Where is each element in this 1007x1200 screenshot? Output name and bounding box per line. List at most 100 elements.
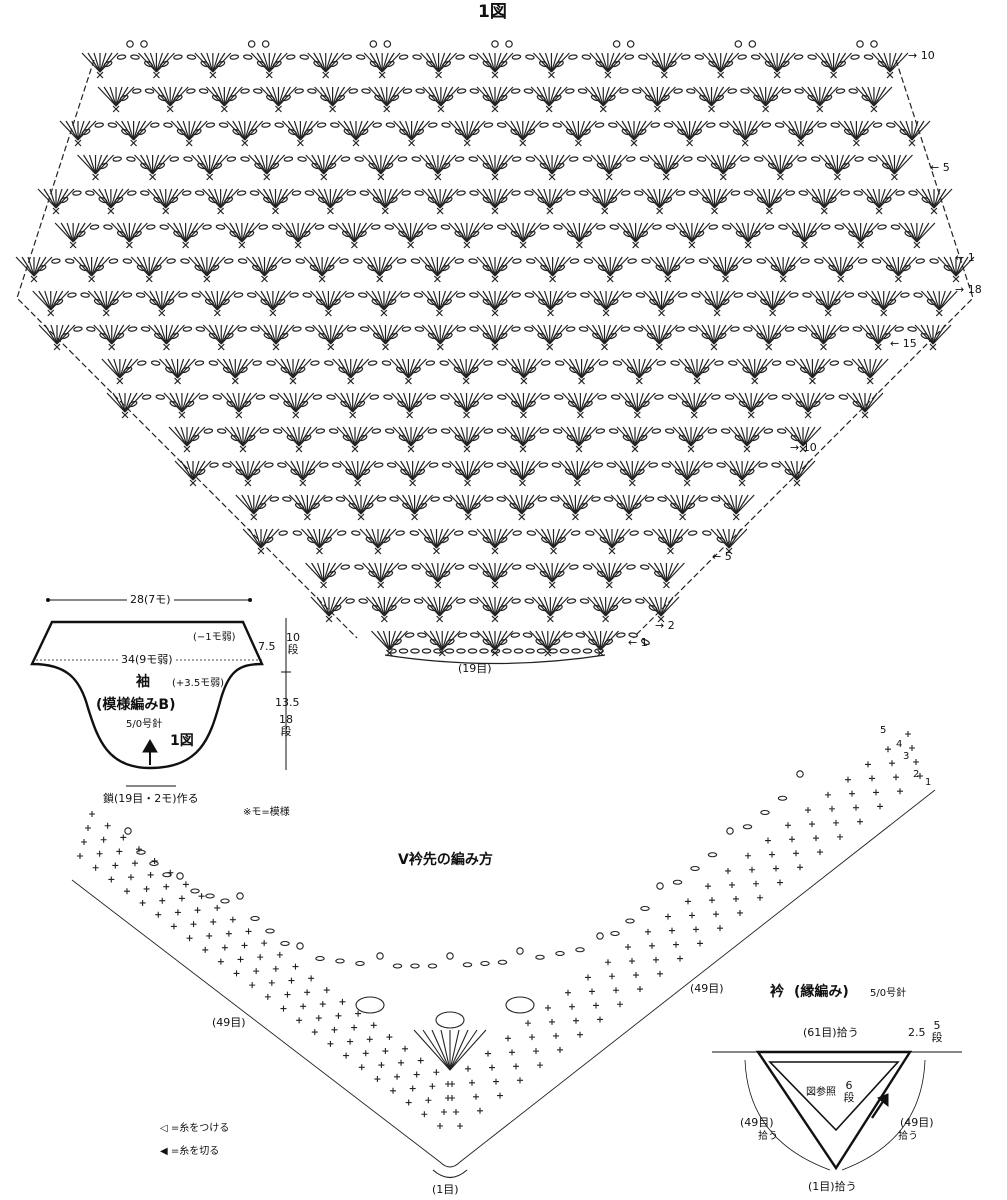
- collar-right-pick: 拾う: [898, 1131, 918, 1142]
- shell-stitch: [454, 426, 468, 447]
- shell-stitch: [448, 222, 468, 243]
- shell-stitch: [37, 188, 57, 209]
- chain-stitch: [539, 122, 549, 128]
- chain-stitch: [331, 462, 342, 468]
- chain-stitch: [369, 394, 380, 400]
- chain-stitch: [551, 462, 562, 468]
- chain-stitch: [387, 298, 397, 306]
- shell-stitch: [272, 290, 280, 311]
- chain-stitch: [894, 326, 904, 332]
- shell-stitch: [136, 256, 150, 277]
- shell-stitch: [759, 86, 767, 107]
- chain-stitch: [726, 162, 736, 170]
- chain-stitch: [299, 400, 309, 408]
- shell-stitch: [805, 324, 824, 345]
- single-crochet-stitch: [533, 1048, 539, 1055]
- vneck-row-label: 5: [880, 725, 887, 736]
- shell-stitch: [460, 222, 468, 243]
- shell-stitch: [819, 86, 827, 107]
- center-fan-stitch: [449, 1029, 487, 1071]
- single-crochet-stitch: [182, 881, 189, 888]
- figure1-left-edge: [16, 59, 358, 639]
- chain-stitch: [721, 224, 732, 230]
- shell-stitch: [707, 256, 726, 277]
- single-crochet-stitch: [378, 71, 386, 79]
- shell-stitch: [589, 52, 609, 73]
- single-crochet-stitch: [713, 309, 721, 317]
- shell-stitch: [629, 222, 637, 243]
- shell-stitch: [279, 222, 299, 243]
- shell-stitch: [110, 222, 130, 243]
- single-crochet-stitch: [206, 173, 214, 181]
- single-crochet-stitch: [837, 275, 845, 283]
- shell-stitch: [382, 630, 390, 651]
- shell-stitch: [869, 358, 889, 379]
- shell-stitch: [494, 256, 514, 277]
- shell-stitch: [283, 392, 297, 413]
- single-crochet-stitch: [497, 1092, 503, 1099]
- shell-stitch: [538, 290, 552, 311]
- shell-stitch: [708, 52, 722, 73]
- single-crochet-stitch: [469, 1079, 475, 1086]
- shell-stitch: [710, 154, 724, 175]
- shell-stitch: [436, 256, 456, 277]
- chain-stitch: [421, 648, 432, 654]
- chain-stitch: [661, 462, 671, 468]
- shell-stitch: [772, 290, 792, 311]
- single-crochet-stitch: [394, 1073, 401, 1080]
- single-crochet-stitch: [829, 805, 835, 812]
- shell-stitch: [509, 460, 523, 481]
- shell-stitch: [815, 290, 829, 311]
- single-crochet-stitch: [491, 105, 499, 113]
- picot-stitch: [796, 770, 804, 778]
- center-fan-stitch: [449, 1029, 469, 1071]
- legend-text: =糸をつける: [170, 1123, 230, 1134]
- single-crochet-stitch: [433, 1069, 440, 1076]
- chain-stitch: [240, 88, 250, 94]
- sleeve-outline: [30, 620, 264, 770]
- shell-stitch: [133, 120, 141, 141]
- single-crochet-stitch: [725, 867, 731, 874]
- single-crochet-stitch: [335, 1012, 342, 1019]
- shell-stitch: [883, 290, 891, 311]
- single-crochet-stitch: [885, 746, 891, 753]
- shell-stitch: [159, 358, 179, 379]
- shell-stitch: [266, 154, 286, 175]
- shell-stitch: [659, 562, 668, 583]
- shell-stitch: [830, 154, 838, 175]
- chain-stitch: [159, 60, 169, 68]
- shell-stitch: [784, 426, 804, 447]
- single-crochet-stitch: [349, 411, 357, 419]
- chain-stitch: [852, 326, 863, 332]
- shell-stitch: [275, 324, 295, 345]
- single-crochet-stitch: [272, 343, 280, 351]
- chain-stitch: [388, 196, 398, 204]
- chain-stitch: [471, 502, 481, 510]
- shell-stitch: [91, 256, 99, 277]
- shell-stitch: [949, 256, 957, 277]
- shell-stitch: [482, 188, 496, 209]
- shell-stitch: [165, 188, 173, 209]
- shell-stitch: [684, 426, 692, 447]
- chain-stitch: [218, 122, 229, 128]
- shell-stitch: [661, 290, 669, 311]
- row-marker-8: → 2: [655, 620, 675, 631]
- chain-stitch: [498, 264, 508, 272]
- chain-stitch: [439, 360, 450, 366]
- shell-stitch: [782, 256, 790, 277]
- shell-stitch: [372, 324, 387, 345]
- chain-stitch: [351, 530, 361, 536]
- single-crochet-stitch: [605, 173, 613, 181]
- chain-stitch: [811, 400, 821, 408]
- chain-stitch: [469, 632, 480, 638]
- shell-stitch: [523, 358, 543, 379]
- single-crochet-stitch: [575, 445, 583, 453]
- chain-stitch: [690, 468, 700, 476]
- shell-stitch: [693, 392, 701, 413]
- single-crochet-stitch: [299, 479, 307, 487]
- shell-stitch: [802, 426, 822, 447]
- shell-stitch: [425, 562, 439, 583]
- single-crochet-stitch: [777, 879, 783, 886]
- shell-stitch: [275, 324, 283, 345]
- shell-stitch: [186, 426, 206, 447]
